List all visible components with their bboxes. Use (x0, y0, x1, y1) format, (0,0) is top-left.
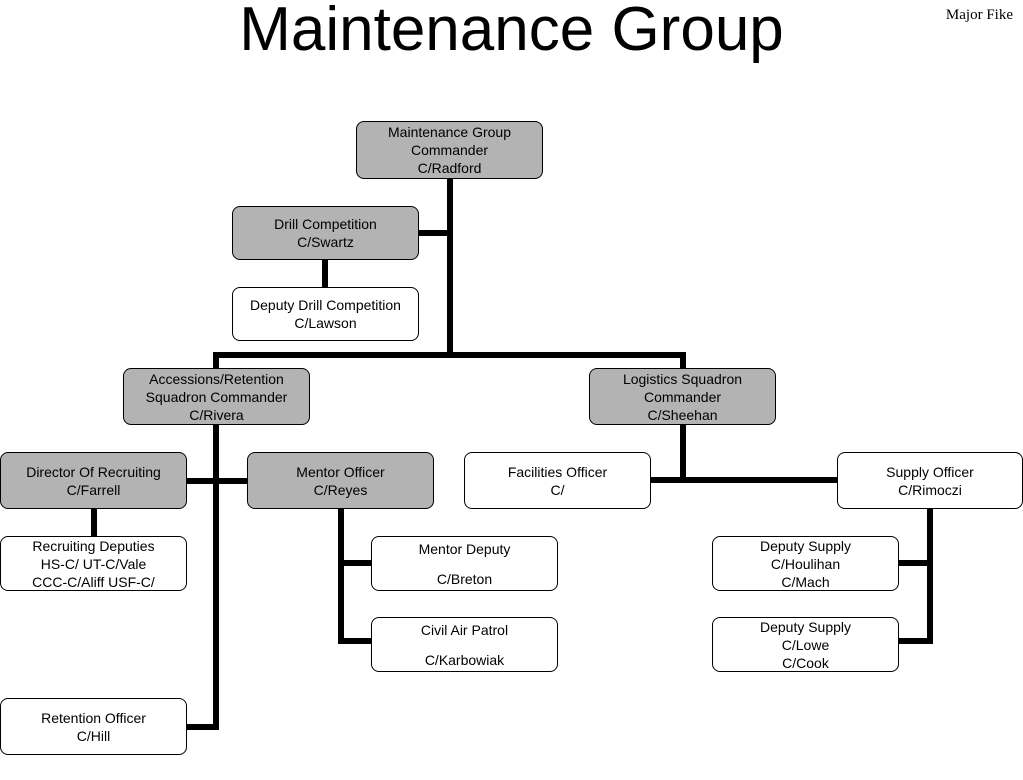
author-label: Major Fike (945, 7, 1013, 23)
node-line: C/Karbowiak (424, 651, 505, 668)
node-line: Mentor Deputy (418, 540, 511, 557)
node-line: C/Mach (781, 573, 830, 590)
accessions-retention-commander-box: Accessions/Retention Squadron Commander … (123, 368, 310, 425)
node-line: C/Swartz (297, 234, 354, 250)
deputy-supply-box-1: Deputy Supply C/Houlihan C/Mach (712, 536, 899, 591)
node-line: Accessions/Retention (149, 370, 284, 387)
node-line: Facilities Officer (507, 463, 608, 480)
node-line: Mentor Officer (296, 463, 385, 480)
node-line: C/Houlihan (770, 555, 841, 572)
node-line: C/Breton (436, 570, 493, 587)
node-line: C/Hill (76, 727, 111, 744)
node-line: C/Rivera (189, 406, 244, 423)
node-line: C/Cook (782, 654, 829, 671)
node-line: C/Reyes (313, 481, 368, 498)
node-line: Maintenance Group (388, 124, 511, 140)
node-line: Deputy Supply (759, 618, 852, 635)
node-line: Supply Officer (886, 463, 974, 480)
logistics-squadron-commander-box: Logistics Squadron Commander C/Sheehan (589, 368, 776, 425)
node-line: Logistics Squadron (622, 370, 743, 387)
mentor-officer-box: Mentor Officer C/Reyes (247, 452, 434, 509)
node-line: CCC-C/Aliff USF-C/ (32, 573, 155, 590)
node-line: Retention Officer (41, 709, 146, 726)
node-line: Commander (643, 388, 722, 405)
node-line: C/Lawson (294, 315, 357, 331)
node-line: Civil Air Patrol (420, 621, 509, 638)
node-line: C/ (550, 481, 565, 498)
node-line: C/Rimoczi (898, 481, 962, 498)
supply-officer-box: Supply Officer C/Rimoczi (837, 452, 1023, 509)
civil-air-patrol-box: Civil Air Patrol C/Karbowiak (371, 617, 558, 672)
page-title: Maintenance Group (239, 0, 784, 64)
node-line: Commander (410, 142, 489, 158)
recruiting-deputies-box: Recruiting Deputies HS-C/ UT-C/Vale CCC-… (0, 536, 187, 591)
retention-officer-box: Retention Officer C/Hill (0, 698, 187, 755)
node-line: C/Sheehan (647, 406, 718, 423)
node-line: Recruiting Deputies (32, 537, 155, 554)
node-line: Director Of Recruiting (26, 463, 161, 480)
node-line: Drill Competition (274, 216, 377, 232)
maintenance-group-commander-box: Maintenance Group Commander C/Radford (356, 121, 543, 179)
director-of-recruiting-box: Director Of Recruiting C/Farrell (0, 452, 187, 509)
facilities-officer-box: Facilities Officer C/ (464, 452, 651, 509)
node-line: HS-C/ UT-C/Vale (40, 555, 147, 572)
node-line: Deputy Supply (759, 537, 852, 554)
node-line: C/Farrell (66, 481, 121, 498)
node-line: C/Lowe (781, 636, 830, 653)
drill-competition-box: Drill Competition C/Swartz (232, 206, 419, 260)
mentor-deputy-box: Mentor Deputy C/Breton (371, 536, 558, 591)
node-line: C/Radford (417, 160, 482, 176)
node-line: Deputy Drill Competition (250, 297, 401, 313)
deputy-supply-box-2: Deputy Supply C/Lowe C/Cook (712, 617, 899, 672)
deputy-drill-competition-box: Deputy Drill Competition C/Lawson (232, 287, 419, 341)
node-line: Squadron Commander (145, 388, 288, 405)
